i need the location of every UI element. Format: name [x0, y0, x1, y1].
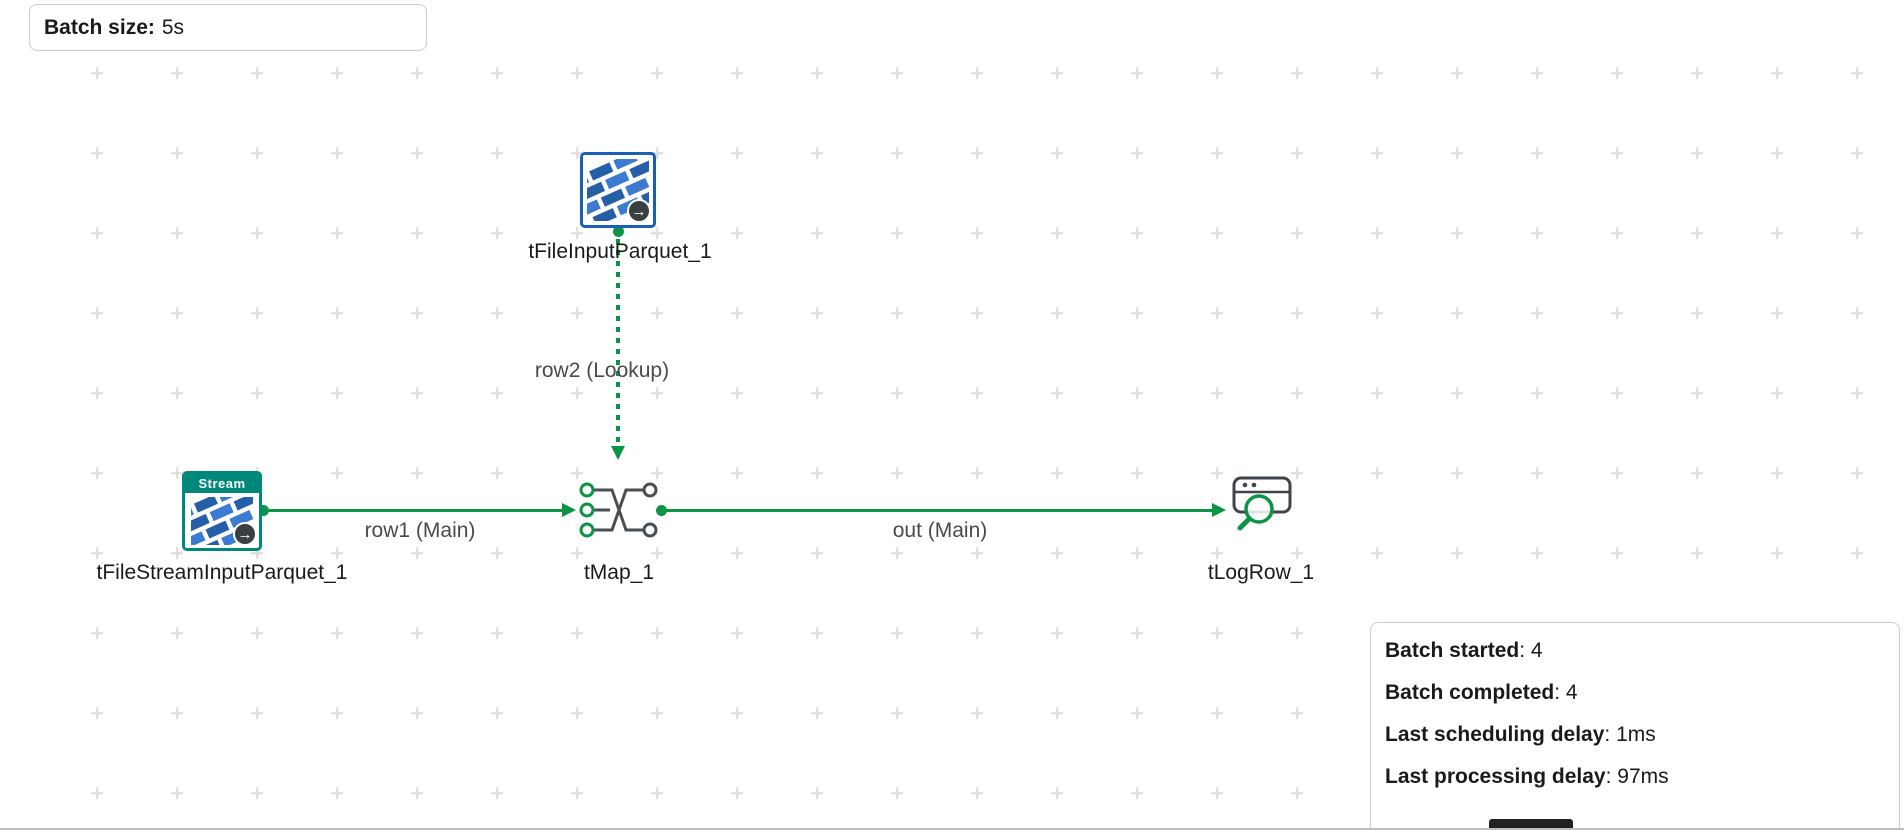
stat-label: Last processing delay: [1385, 765, 1606, 788]
stat-separator: :: [1604, 723, 1617, 746]
stat-row-batch-started: Batch started: 4: [1385, 630, 1899, 672]
stat-value: 1ms: [1616, 723, 1656, 746]
component-tfilestreaminputparquet[interactable]: Stream: [182, 471, 262, 551]
stream-parquet-file-icon: Stream: [182, 471, 262, 551]
stat-separator: :: [1519, 639, 1531, 662]
batch-size-panel: Batch size: 5s: [29, 4, 427, 51]
clipped-stat-line: [1489, 819, 1573, 828]
out-source-anchor-dot[interactable]: [656, 505, 667, 516]
parquet-planks-icon: [583, 155, 653, 225]
connection-label-out[interactable]: out (Main): [892, 519, 988, 542]
input-arrow-badge-icon: →: [233, 522, 257, 546]
component-tlogrow[interactable]: [1229, 471, 1295, 535]
component-label-tfileinputparquet[interactable]: tFileInputParquet_1: [528, 240, 712, 263]
connection-row2-lookup-line[interactable]: [616, 239, 620, 446]
row1-arrowhead-icon: [562, 503, 576, 517]
stat-row-scheduling-delay: Last scheduling delay: 1ms: [1385, 714, 1899, 756]
stat-label: Batch started: [1385, 639, 1520, 662]
row1-source-anchor-dot[interactable]: [258, 505, 269, 516]
connection-out-main-line[interactable]: [664, 509, 1214, 512]
connection-row1-main-line[interactable]: [264, 509, 564, 512]
stat-row-processing-delay: Last processing delay: 97ms: [1385, 756, 1899, 798]
stat-label: Last scheduling delay: [1385, 723, 1605, 746]
lookup-source-anchor-dot[interactable]: [613, 226, 624, 237]
batch-size-value: 5s: [161, 15, 185, 39]
component-tfileinputparquet[interactable]: →: [580, 152, 656, 228]
stat-separator: :: [1554, 681, 1566, 704]
connection-label-row1[interactable]: row1 (Main): [364, 519, 476, 542]
connection-label-row2[interactable]: row2 (Lookup): [534, 359, 670, 382]
batch-size-label: Batch size:: [44, 15, 155, 39]
tlogrow-log-icon: [1232, 476, 1292, 531]
tmap-mapping-icon: [579, 482, 658, 538]
stat-row-batch-completed: Batch completed: 4: [1385, 672, 1899, 714]
stat-separator: :: [1605, 765, 1618, 788]
stat-label: Batch completed: [1385, 681, 1555, 704]
input-arrow-badge-icon: →: [627, 199, 651, 223]
component-label-tfilestreaminputparquet[interactable]: tFileStreamInputParquet_1: [96, 561, 348, 584]
batch-stats-panel: Batch started: 4 Batch completed: 4 Last…: [1370, 622, 1900, 828]
component-label-tlogrow[interactable]: tLogRow_1: [1207, 561, 1315, 584]
component-label-tmap[interactable]: tMap_1: [583, 561, 655, 584]
stream-banner: Stream: [185, 474, 259, 493]
stat-value: 97ms: [1617, 765, 1669, 788]
parquet-file-icon: →: [580, 152, 656, 228]
component-tmap[interactable]: [578, 472, 662, 548]
lookup-arrowhead-icon: [611, 446, 625, 460]
stat-value: 4: [1530, 639, 1543, 662]
out-arrowhead-icon: [1212, 503, 1226, 517]
stat-value: 4: [1565, 681, 1578, 704]
